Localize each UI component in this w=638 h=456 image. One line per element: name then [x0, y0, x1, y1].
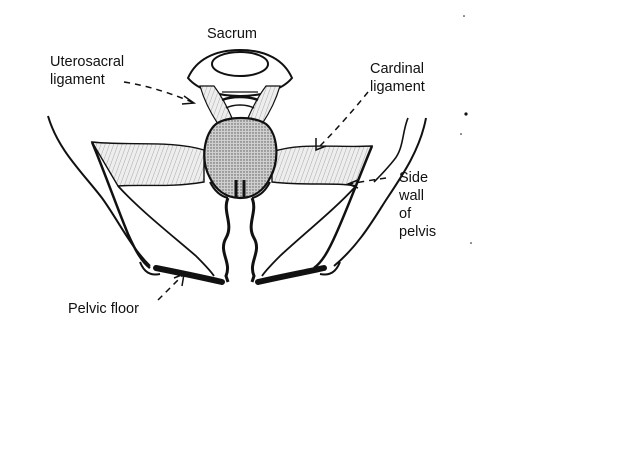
label-side-wall-line3: of: [399, 206, 412, 222]
pelvic-side-wall: [47, 115, 427, 277]
label-cardinal-line1: Cardinal: [370, 61, 424, 77]
cardinal-arrowhead: [315, 138, 327, 152]
label-pelvic-floor: Pelvic floor: [68, 301, 139, 317]
sacrum-bone: [186, 48, 294, 98]
label-sacrum: Sacrum: [207, 26, 257, 42]
uterosacral-arrowhead: [181, 95, 197, 105]
uterus: [203, 116, 278, 200]
label-uterosacral-line2: ligament: [50, 72, 105, 88]
cardinal-leader: [317, 91, 369, 149]
label-cardinal-line2: ligament: [370, 79, 425, 95]
labels: Sacrum Uterosacral ligament Cardinal lig…: [50, 26, 436, 317]
uterosacral-leader: [123, 81, 193, 103]
label-side-wall-line4: pelvis: [399, 224, 436, 240]
stray-marks: [460, 15, 472, 244]
pelvic-floor-leader: [157, 275, 183, 301]
label-side-wall-line2: wall: [398, 188, 424, 204]
side-wall-leader: [349, 177, 387, 185]
label-uterosacral-line1: Uterosacral: [50, 54, 124, 70]
side-wall-arrowhead: [345, 179, 359, 189]
vaginal-walls: [221, 197, 259, 283]
label-side-wall-line1: Side: [399, 170, 428, 186]
pelvic-floor-arrowhead: [173, 272, 185, 287]
pelvic-floor: [153, 265, 327, 285]
leader-lines: [123, 81, 387, 301]
